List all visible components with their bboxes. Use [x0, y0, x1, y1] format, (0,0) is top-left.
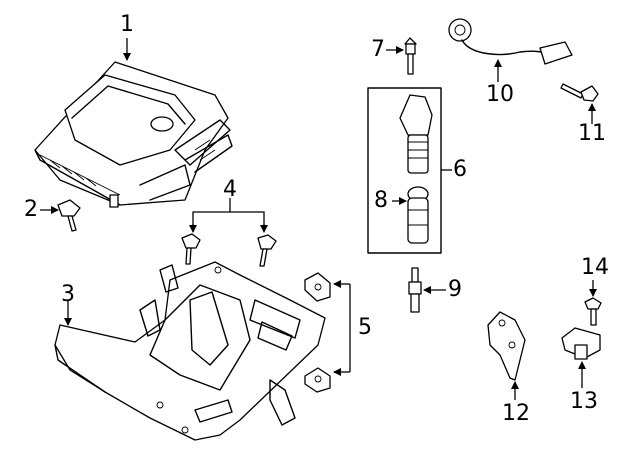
callout-12: 12: [502, 401, 530, 426]
bolt-part-11: [560, 83, 599, 102]
callout-2: 2: [24, 197, 38, 222]
stud-part-7: [404, 37, 417, 75]
sensor-part-13: [561, 327, 601, 360]
callout-10: 10: [486, 82, 514, 107]
bolt-part-2: [57, 199, 81, 232]
callout-1: 1: [120, 12, 134, 37]
bolt-part-14: [584, 297, 602, 326]
control-module-part: [34, 61, 233, 208]
callout-7: 7: [371, 37, 385, 62]
harness-part-10: [448, 18, 573, 65]
leader-lines: [40, 38, 597, 400]
bracket-part-12: [487, 311, 526, 381]
clip-part-5: [304, 272, 331, 393]
callout-14: 14: [581, 255, 609, 280]
bolt-pair-part-4: [181, 233, 277, 267]
callout-8: 8: [374, 188, 388, 213]
callout-3: 3: [61, 282, 75, 307]
callout-5: 5: [358, 315, 372, 340]
callout-6: 6: [453, 157, 467, 182]
callout-13: 13: [570, 389, 598, 414]
callout-11: 11: [578, 121, 606, 146]
callout-9: 9: [448, 277, 462, 302]
spark-plug-part: [408, 267, 422, 313]
callout-4: 4: [223, 177, 237, 202]
ignition-coil-group: [367, 87, 442, 254]
mounting-bracket-part: [54, 261, 326, 441]
